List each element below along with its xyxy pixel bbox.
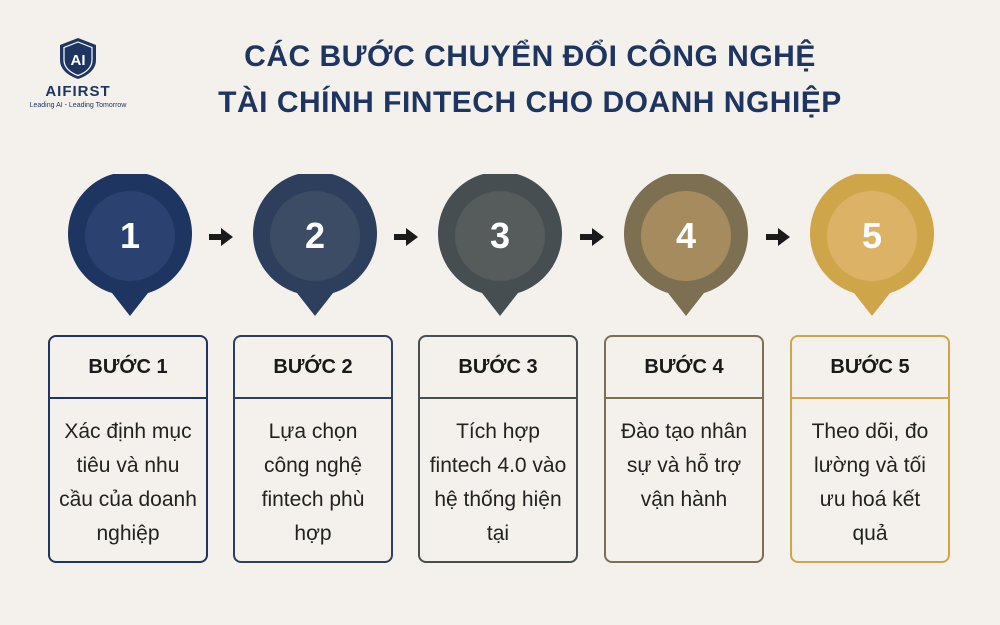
arrow-right-icon xyxy=(766,228,790,246)
shield-icon: AI xyxy=(60,38,96,79)
step-card: BƯỚC 5 Theo dõi, đo lường và tối ưu hoá k… xyxy=(790,335,950,563)
logo-badge-text: AI xyxy=(71,52,86,69)
step-number: 5 xyxy=(861,215,883,256)
arrow-right-icon xyxy=(580,228,604,246)
step-heading: BƯỚC 2 xyxy=(235,337,391,399)
brand-logo: AI AIFIRST Leading AI - Leading Tomorrow xyxy=(26,36,130,109)
map-pin-icon xyxy=(810,174,934,316)
arrow-right-icon xyxy=(394,228,418,246)
title-line-2: TÀI CHÍNH FINTECH CHO DOANH NGHIỆP xyxy=(218,86,842,119)
step-heading: BƯỚC 1 xyxy=(50,337,206,399)
step-card: BƯỚC 3 Tích hợp fintech 4.0 vào hệ thống … xyxy=(418,335,578,563)
step-number: 1 xyxy=(119,215,141,256)
step-description: Xác định mục tiêu và nhu cầu của doanh n… xyxy=(59,420,197,545)
map-pin-icon xyxy=(438,174,562,316)
step-description: Theo dõi, đo lường và tối ưu hoá kết quả xyxy=(811,420,929,545)
map-pin-icon xyxy=(253,174,377,316)
step-card: BƯỚC 1 Xác định mục tiêu và nhu cầu của d… xyxy=(48,335,208,563)
arrow-right-icon xyxy=(209,228,233,246)
step-number: 3 xyxy=(489,215,511,256)
step-number: 2 xyxy=(304,215,326,256)
step-description: Tích hợp fintech 4.0 vào hệ thống hiện t… xyxy=(429,420,567,545)
map-pin-icon xyxy=(68,174,192,316)
step-heading: BƯỚC 4 xyxy=(606,337,762,399)
step-heading: BƯỚC 5 xyxy=(792,337,948,399)
step-description: Đào tạo nhân sự và hỗ trợ vận hành xyxy=(620,420,748,511)
step-number: 4 xyxy=(675,215,697,256)
step-card: BƯỚC 4 Đào tạo nhân sự và hỗ trợ vận hành xyxy=(604,335,764,563)
brand-name: AIFIRST xyxy=(45,83,111,100)
step-description: Lựa chọn công nghệ fintech phù hợp xyxy=(261,420,365,545)
brand-tagline: Leading AI - Leading Tomorrow xyxy=(29,102,127,109)
page-title: CÁC BƯỚC CHUYỂN ĐỔI CÔNG NGHỆ TÀI CHÍNH … xyxy=(160,34,900,126)
step-heading: BƯỚC 3 xyxy=(420,337,576,399)
map-pin-icon xyxy=(624,174,748,316)
title-line-1: CÁC BƯỚC CHUYỂN ĐỔI CÔNG NGHỆ xyxy=(244,40,816,73)
step-card: BƯỚC 2 Lựa chọn công nghệ fintech phù hợp xyxy=(233,335,393,563)
